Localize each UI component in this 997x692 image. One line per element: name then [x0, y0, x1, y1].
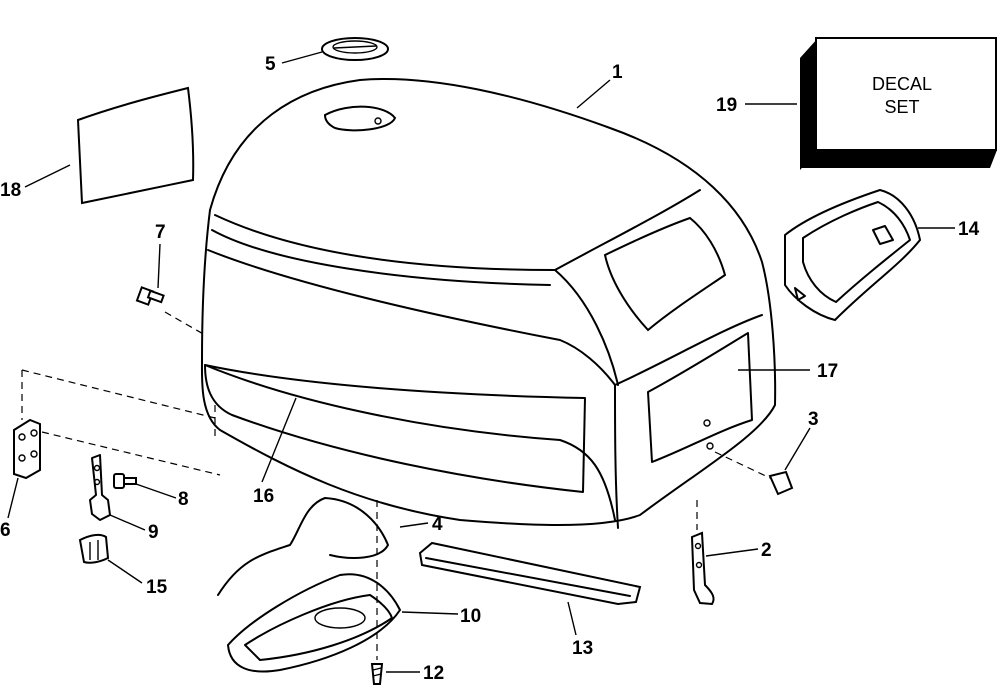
callout-17: 17	[817, 361, 838, 382]
callout-4: 4	[432, 514, 443, 535]
bolt-7	[135, 286, 165, 306]
clip-9	[89, 454, 111, 521]
callout-14: 14	[958, 219, 980, 240]
strip-13	[418, 541, 642, 606]
window-frame	[784, 188, 922, 322]
screw-8	[113, 473, 137, 489]
callout-18: 18	[0, 180, 21, 201]
callout-1: 1	[612, 62, 623, 83]
callout-7: 7	[155, 222, 166, 243]
callout-13: 13	[572, 638, 593, 659]
cover-outline	[200, 77, 777, 526]
callout-9: 9	[148, 522, 159, 543]
cover-window	[603, 216, 727, 332]
decal-text-1: DECAL	[872, 74, 932, 94]
side-panel	[647, 332, 753, 463]
callout-16: 16	[253, 486, 274, 507]
callout-15: 15	[146, 577, 168, 598]
callout-6: 6	[0, 520, 11, 541]
bracket-plate	[13, 418, 41, 480]
screw-12	[370, 663, 384, 685]
decal-box: DECAL SET	[800, 37, 997, 170]
cap	[321, 37, 389, 61]
callout-10: 10	[460, 606, 481, 627]
decal-patch	[76, 86, 195, 205]
wire-4	[217, 497, 389, 596]
callout-2: 2	[761, 540, 772, 561]
callout-3: 3	[808, 409, 819, 430]
screw-3	[768, 470, 794, 496]
decal-text-2: SET	[884, 97, 919, 117]
callout-numbers: 1 2 3 4 5 6 7 8 9 10 12 13 14 15 16 17 1…	[0, 54, 980, 684]
front-panel	[204, 364, 586, 493]
leader-lines	[7, 51, 955, 673]
lower-seal	[226, 573, 402, 673]
callout-8: 8	[178, 489, 189, 510]
motor-cover	[200, 77, 777, 529]
callout-12: 12	[423, 663, 444, 684]
latch-hook-2	[690, 531, 715, 606]
callout-5: 5	[265, 54, 276, 75]
clamp-15	[78, 533, 110, 564]
callout-19: 19	[716, 95, 737, 116]
